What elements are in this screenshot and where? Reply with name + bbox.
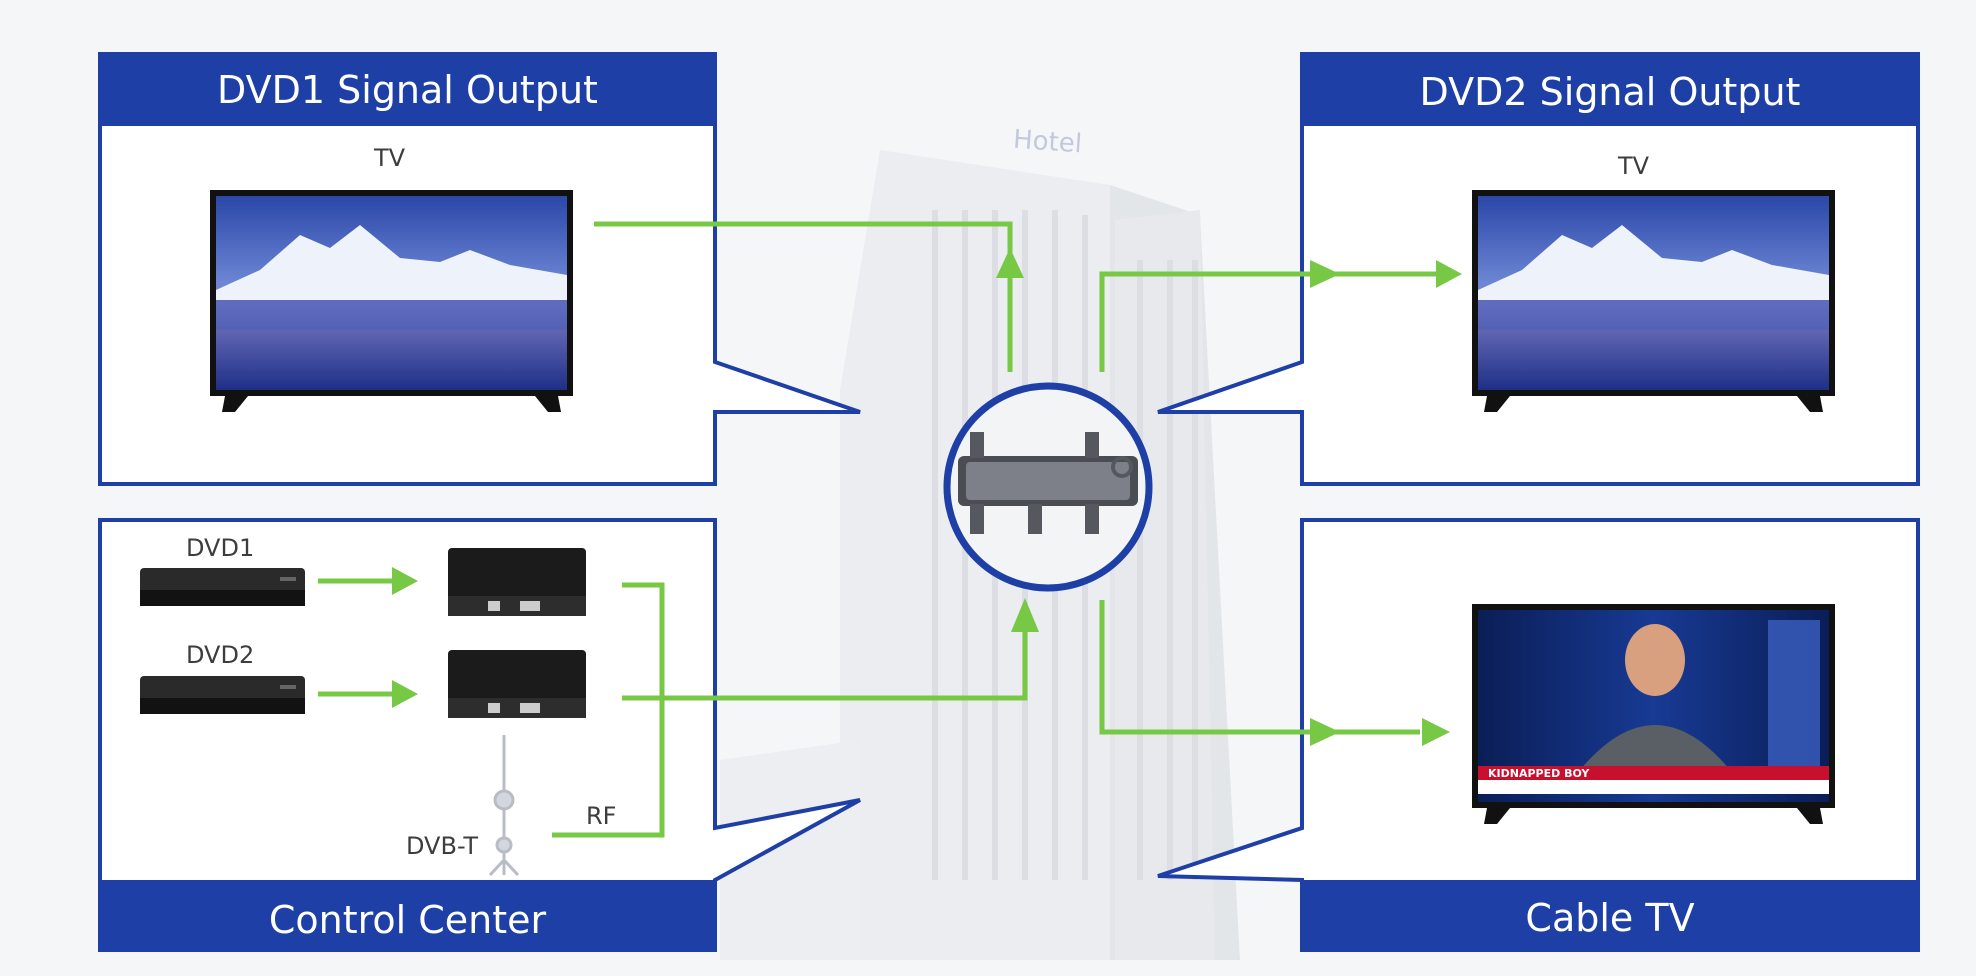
- antenna-tower-icon: [488, 735, 520, 877]
- tv-label: TV: [1618, 152, 1650, 180]
- dvd-player-icon: [140, 568, 305, 606]
- panel-dvd1-output: [98, 52, 861, 486]
- modulator-icon: [448, 650, 586, 718]
- panel-dvd1-output-header: [98, 52, 717, 126]
- panel-title-control-center: Control Center: [268, 898, 547, 942]
- panel-dvd2-output-header: [1300, 52, 1920, 126]
- panel-cable-tv-header: [1300, 880, 1920, 952]
- flow-arrow: [392, 680, 418, 708]
- flow-arrow: [1310, 718, 1340, 746]
- panel-title-cable-tv: Cable TV: [1525, 896, 1695, 940]
- panel-control-center: [98, 518, 861, 952]
- panel-title-dvd1-output: DVD1 Signal Output: [217, 68, 598, 112]
- hotel-sign: Hotel: [1012, 125, 1083, 160]
- panel-title-dvd2-output: DVD2 Signal Output: [1419, 70, 1801, 114]
- flow-arrow: [1422, 718, 1450, 746]
- dvd-player-icon: [140, 676, 305, 714]
- signal-flow-lines: [318, 221, 1462, 838]
- panel-dvd2-output: [1157, 52, 1920, 486]
- splitter-icon: [943, 382, 1153, 592]
- flow-arrow: [1436, 260, 1462, 288]
- rf-label: RF: [586, 802, 617, 830]
- flow-arrow: [392, 567, 418, 595]
- modulator-icon: [448, 548, 586, 616]
- device-label-dvd2: DVD2: [186, 641, 255, 669]
- flow-arrow: [1310, 260, 1340, 288]
- panel-control-center-header: [98, 880, 717, 952]
- tv-icon: [1472, 190, 1835, 412]
- tv-label: TV: [374, 144, 406, 172]
- device-label-dvd1: DVD1: [186, 534, 255, 562]
- panel-cable-tv: KIDNAPPED BOY: [1157, 518, 1920, 952]
- antenna-label: DVB-T: [406, 832, 479, 860]
- flow-arrow: [1011, 598, 1039, 632]
- news-tv-icon: KIDNAPPED BOY: [1472, 604, 1835, 824]
- news-headline: KIDNAPPED BOY: [1488, 767, 1590, 780]
- tv-icon: [210, 190, 573, 412]
- flow-arrow: [996, 248, 1024, 278]
